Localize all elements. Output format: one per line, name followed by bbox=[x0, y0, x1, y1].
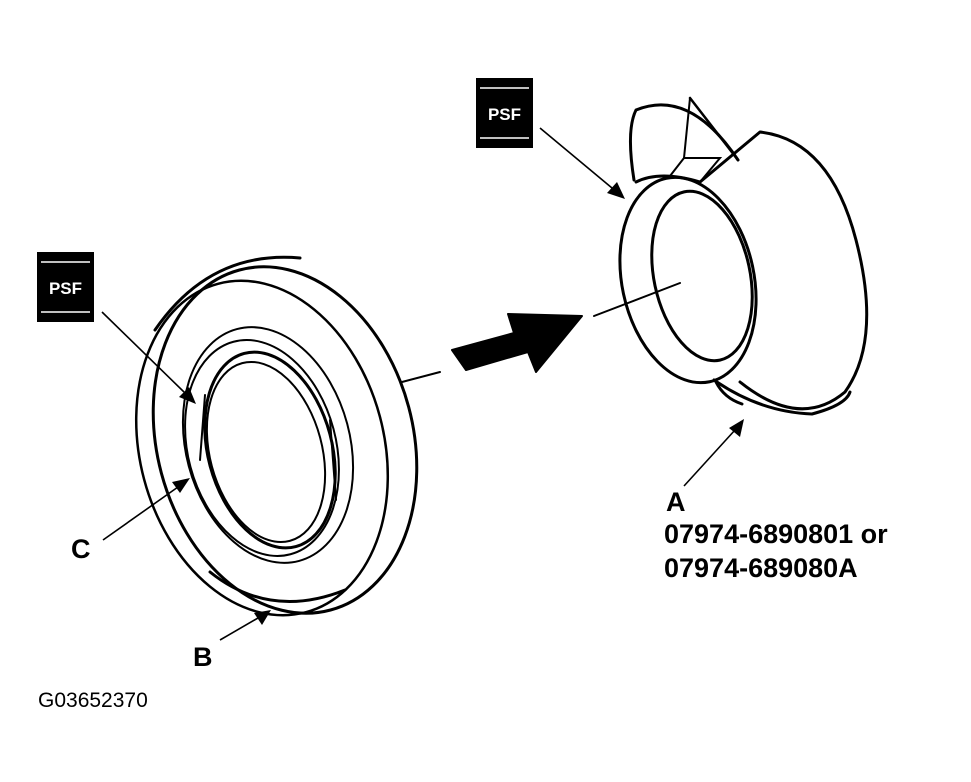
axis-line-right bbox=[593, 282, 681, 317]
leader-a bbox=[683, 419, 744, 487]
figure-id: G03652370 bbox=[38, 689, 148, 712]
seal-driver-tool-a bbox=[618, 96, 869, 416]
leader-psf-right bbox=[539, 127, 625, 199]
psf-badge-right-text: PSF bbox=[488, 105, 521, 124]
direction-arrow bbox=[451, 313, 583, 373]
leader-b bbox=[219, 610, 271, 641]
axis-line-left bbox=[401, 371, 441, 383]
part-number-line-2: 07974-689080A bbox=[664, 553, 858, 583]
part-number-line-1: 07974-6890801 or bbox=[664, 519, 888, 549]
oil-seal-b bbox=[134, 255, 419, 617]
psf-badge-left-text: PSF bbox=[49, 279, 82, 298]
psf-badge-right: PSF bbox=[476, 78, 533, 148]
leader-psf-left bbox=[101, 311, 196, 404]
label-b: B bbox=[193, 642, 213, 672]
psf-badge-left: PSF bbox=[37, 252, 94, 322]
leader-c bbox=[102, 478, 190, 541]
label-c: C bbox=[71, 534, 91, 564]
label-a: A bbox=[666, 487, 686, 517]
